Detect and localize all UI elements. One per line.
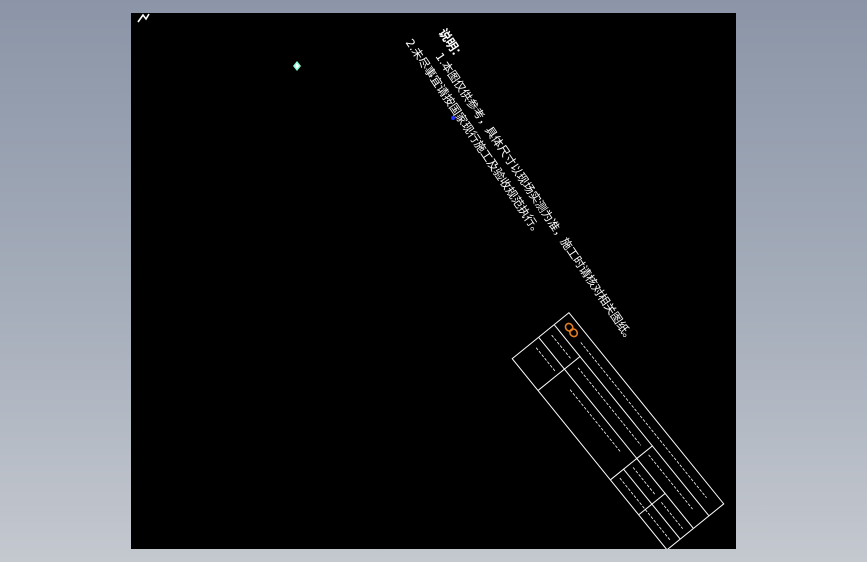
tb-text-stroke xyxy=(577,340,709,500)
company-logo-icon xyxy=(563,321,581,341)
drawing-notes: 说明： 1.本图仅供参考，具体尺寸以现场实测为准，施工时请核对相关图纸。 2.未… xyxy=(403,25,638,345)
point-marker xyxy=(451,116,455,120)
title-block xyxy=(511,312,725,549)
note-line-2: 2.未尽事宜请按国家现行施工及验收规范执行。 xyxy=(402,36,546,239)
tb-text-stroke xyxy=(548,333,573,361)
insertion-marker-icon xyxy=(293,61,301,71)
tb-text-stroke xyxy=(645,453,695,512)
tb-text-stroke xyxy=(574,366,643,449)
tb-text-stroke xyxy=(629,465,658,498)
note-line-1: 1.本图仅供参考，具体尺寸以现场实测为准，施工时请核对相关图纸。 xyxy=(432,49,638,345)
drawing-canvas[interactable]: 说明： 1.本图仅供参考，具体尺寸以现场实测为准，施工时请核对相关图纸。 2.未… xyxy=(131,13,736,549)
ucs-icon xyxy=(137,13,150,23)
tb-text-stroke xyxy=(532,346,557,374)
title-block-rule xyxy=(538,337,694,529)
tb-text-stroke xyxy=(657,500,685,531)
